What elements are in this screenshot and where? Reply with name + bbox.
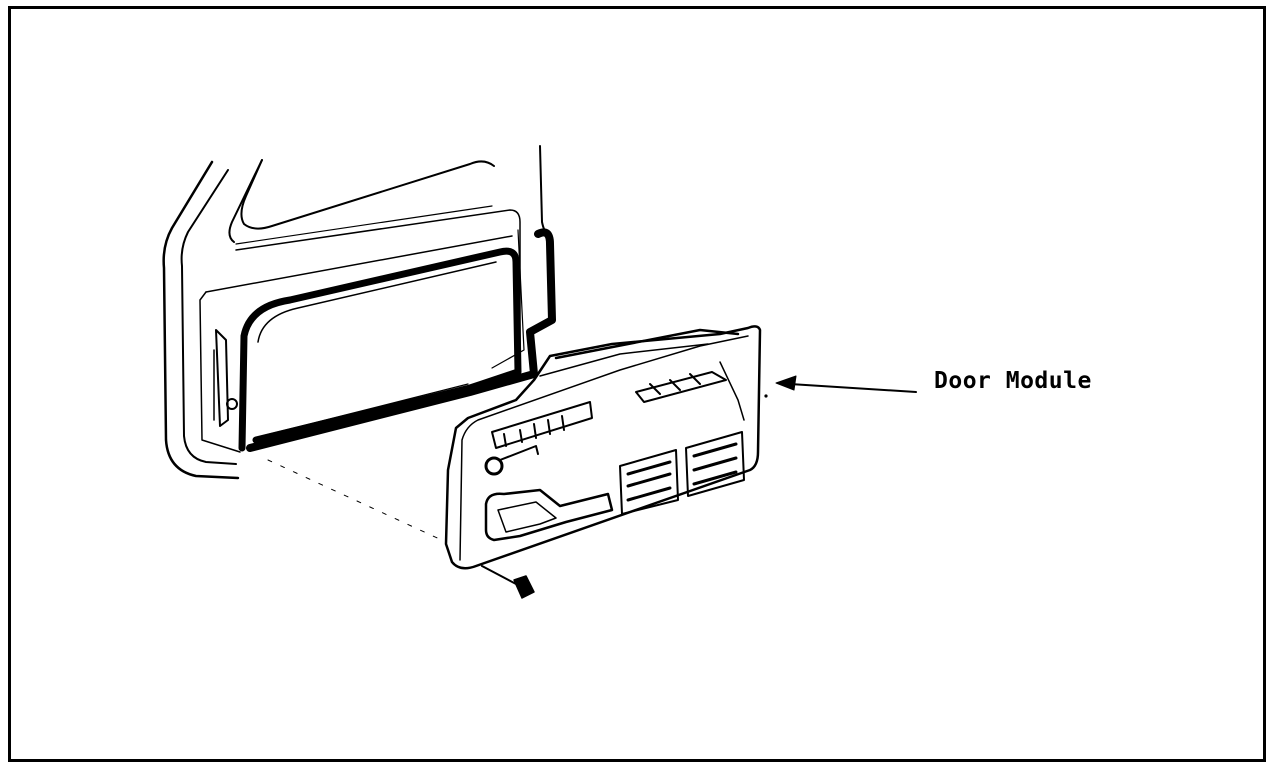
alignment-line bbox=[267, 459, 447, 543]
fastener-screw bbox=[481, 565, 535, 599]
hinge-detail bbox=[213, 329, 238, 427]
window-opening bbox=[238, 228, 556, 452]
door-module-label: Door Module bbox=[934, 368, 1092, 394]
callout-arrow bbox=[764, 375, 917, 398]
door-module-panel bbox=[444, 325, 762, 570]
door-frame bbox=[162, 145, 549, 480]
